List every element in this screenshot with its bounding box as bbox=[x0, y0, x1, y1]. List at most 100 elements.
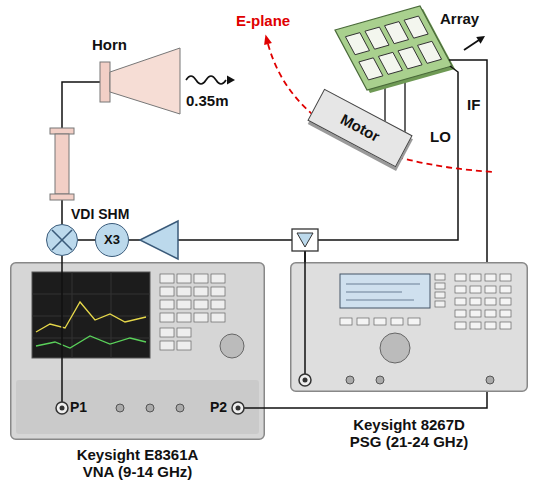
vna-instrument-part bbox=[116, 404, 124, 412]
vna-instrument-part bbox=[211, 287, 225, 296]
vna-instrument-part bbox=[211, 274, 225, 283]
instrument-caption: Keysight 8267D PSG (21-24 GHz) bbox=[339, 416, 479, 451]
amplifier-symbol bbox=[140, 221, 178, 259]
psg-instrument-part bbox=[291, 263, 528, 392]
amplifier-symbol-part bbox=[140, 221, 178, 259]
mixer-cross-part bbox=[52, 230, 72, 250]
psg-instrument-part bbox=[485, 286, 496, 293]
psg-instrument-part bbox=[346, 292, 402, 293]
vna-instrument-part bbox=[244, 407, 265, 409]
vna-instrument-part bbox=[32, 294, 150, 295]
antenna-array-board-part-part bbox=[385, 22, 409, 44]
psg-instrument-part bbox=[408, 318, 420, 325]
signal-wire bbox=[78, 239, 95, 241]
psg-instrument-part bbox=[303, 378, 308, 383]
psg-instrument-part bbox=[374, 318, 386, 325]
antenna-array-board-part-part bbox=[345, 33, 369, 55]
psg-instrument-part bbox=[435, 301, 445, 307]
vna-instrument-part bbox=[194, 287, 208, 296]
psg-instrument-part bbox=[435, 274, 445, 280]
vna-instrument-part bbox=[160, 274, 174, 283]
waveguide-section-part bbox=[55, 134, 69, 194]
port-label: P2 bbox=[210, 399, 227, 415]
psg-instrument-part bbox=[455, 298, 466, 305]
array-mount-stem-part bbox=[404, 79, 406, 132]
antenna-array-board-part-part bbox=[335, 6, 452, 90]
vna-instrument-part bbox=[146, 404, 154, 412]
signal-label: IF bbox=[467, 96, 480, 113]
psg-instrument-part bbox=[455, 286, 466, 293]
mixer-cross bbox=[46, 224, 78, 256]
splitter-symbol-part bbox=[297, 233, 313, 247]
vna-instrument-part bbox=[61, 262, 63, 402]
psg-instrument-part bbox=[500, 274, 511, 281]
vna-instrument-part bbox=[194, 274, 208, 283]
vna-instrument-part bbox=[160, 300, 174, 309]
antenna-array-board-part-part bbox=[359, 58, 383, 80]
psg-instrument-part bbox=[486, 376, 494, 384]
vna-instrument-part bbox=[56, 402, 68, 414]
psg-instrument-part bbox=[346, 284, 420, 285]
psg-instrument-part bbox=[485, 274, 496, 281]
vna-instrument-part bbox=[32, 272, 150, 358]
vna-instrument-part bbox=[36, 336, 146, 348]
psg-instrument-part bbox=[380, 333, 410, 363]
vna-instrument-part bbox=[177, 313, 191, 322]
psg-instrument-part bbox=[455, 310, 466, 317]
wave-arrow bbox=[186, 76, 235, 85]
instrument-caption: Keysight E8361A VNA (9-14 GHz) bbox=[68, 446, 208, 481]
multiplier-circle: X3 bbox=[95, 223, 129, 257]
vna-instrument-part bbox=[16, 380, 259, 434]
vna-instrument-part bbox=[60, 406, 65, 411]
psg-instrument-part bbox=[340, 318, 352, 325]
vna-instrument-part bbox=[177, 287, 191, 296]
vna-instrument-part bbox=[236, 406, 241, 411]
vna-instrument-part bbox=[194, 313, 208, 322]
antenna-array-node: Array bbox=[328, 2, 490, 94]
antenna-array-board-part bbox=[335, 6, 452, 90]
vna-instrument-part bbox=[160, 313, 174, 322]
vna-instrument-part bbox=[232, 402, 244, 414]
psg-instrument-part bbox=[435, 292, 445, 298]
component-label: VDI SHM bbox=[71, 206, 129, 222]
splitter-symbol bbox=[292, 229, 318, 251]
vna-instrument-part bbox=[177, 300, 191, 309]
splitter-symbol-part bbox=[292, 229, 318, 251]
e-plane-arc-part bbox=[264, 35, 272, 46]
psg-instrument-part bbox=[485, 298, 496, 305]
horn-antenna-part bbox=[92, 81, 100, 83]
vna-instrument-part bbox=[211, 313, 225, 322]
psg-instrument-part bbox=[500, 298, 511, 305]
vna-instrument-part bbox=[177, 328, 191, 337]
vna-instrument-part bbox=[160, 328, 174, 337]
vna-instrument-part bbox=[11, 263, 265, 440]
psg-instrument-part bbox=[304, 262, 306, 374]
psg-instrument-part bbox=[500, 322, 511, 329]
psg-instrument-part bbox=[455, 322, 466, 329]
vna-instrument-part bbox=[177, 341, 191, 350]
motor-box: Motor bbox=[307, 89, 412, 168]
motor-label: Motor bbox=[338, 111, 383, 146]
psg-instrument-part bbox=[391, 318, 403, 325]
antenna-array-board-part-part bbox=[378, 52, 402, 74]
psg-instrument bbox=[290, 262, 528, 392]
port-label: P1 bbox=[70, 399, 87, 415]
array-mount-stem-part bbox=[384, 85, 386, 121]
vna-instrument-part bbox=[160, 287, 174, 296]
node-label: Horn bbox=[92, 36, 127, 53]
psg-instrument-part bbox=[470, 298, 481, 305]
plane-label: E-plane bbox=[236, 12, 290, 29]
psg-instrument-part bbox=[500, 310, 511, 317]
psg-instrument-part bbox=[376, 376, 384, 384]
wave-arrow-part bbox=[227, 76, 235, 85]
horn-antenna-node: Horn bbox=[92, 36, 184, 118]
psg-instrument-part bbox=[485, 310, 496, 317]
waveguide-section-part bbox=[50, 128, 74, 134]
vna-instrument-part bbox=[177, 274, 191, 283]
psg-instrument-part bbox=[470, 310, 481, 317]
psg-instrument-part bbox=[340, 274, 430, 308]
vna-instrument-part bbox=[220, 334, 244, 358]
horn-antenna-part bbox=[110, 48, 180, 114]
